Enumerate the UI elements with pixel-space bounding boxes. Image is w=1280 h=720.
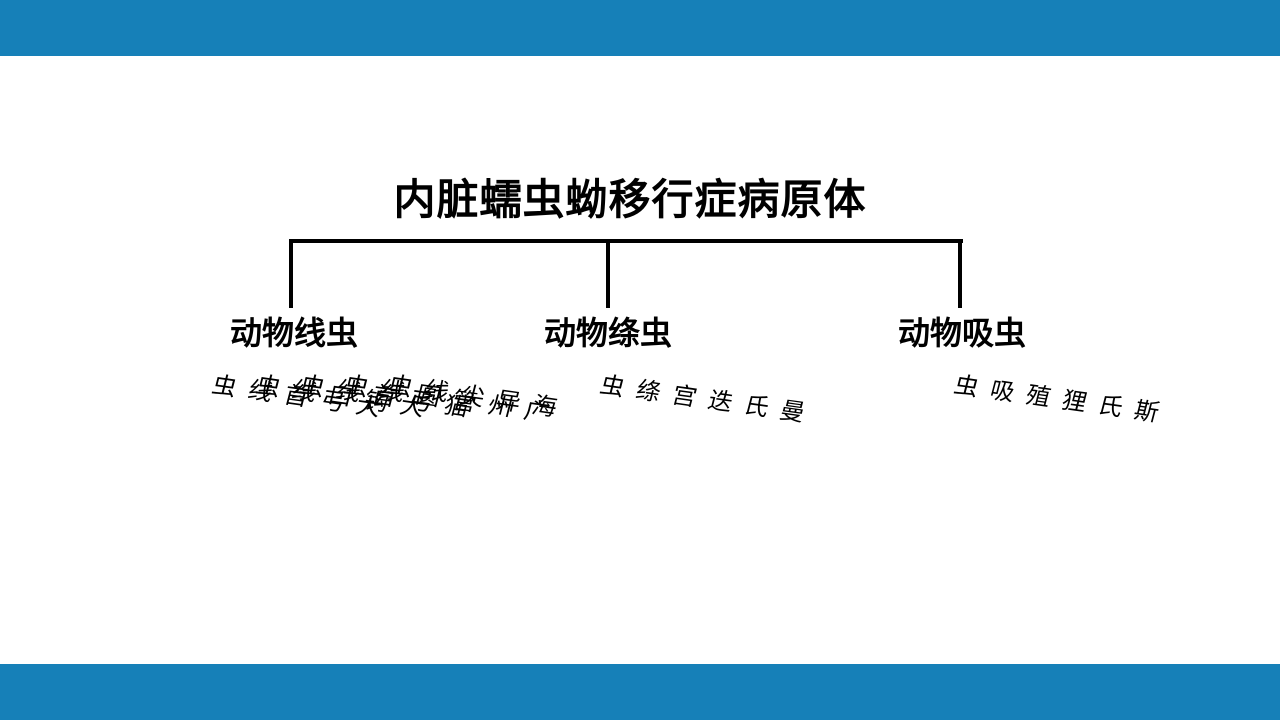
- top-banner: [0, 0, 1280, 56]
- species-label: 斯氏狸殖吸虫: [948, 370, 1156, 424]
- connector-horizontal: [289, 239, 963, 243]
- category-cestodes: 动物绦虫: [543, 314, 672, 352]
- bottom-banner: [0, 664, 1280, 720]
- diagram-title: 内脏蠕虫蚴移行症病原体: [393, 175, 867, 224]
- species-label: 曼氏迭宫绦虫: [594, 370, 802, 424]
- category-trematodes: 动物吸虫: [897, 314, 1026, 352]
- connector-to-cestodes: [606, 239, 610, 308]
- connector-to-nematodes: [289, 239, 293, 308]
- category-nematodes: 动物线虫: [229, 314, 358, 352]
- connector-to-trematodes: [958, 239, 962, 308]
